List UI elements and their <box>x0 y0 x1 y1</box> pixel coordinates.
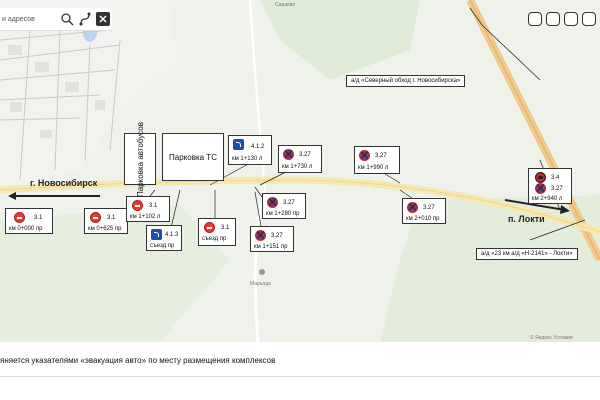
no-entry-icon <box>204 222 215 233</box>
sign-box: 3.27 км 1+990 л <box>354 146 400 174</box>
sign-code: 3.27 <box>283 200 295 206</box>
map-controls <box>528 12 596 26</box>
search-placeholder: и адресов <box>2 15 35 23</box>
no-parking-icon <box>407 202 418 213</box>
ts-parking-label: Парковка ТС <box>169 152 217 162</box>
no-entry-icon <box>132 200 143 211</box>
sign-code: 3.27 <box>299 152 311 158</box>
sign-box: 3.27 км 1+730 л <box>278 145 322 173</box>
sign-code: 3.1 <box>107 215 116 221</box>
sign-location: съезд пр <box>150 243 175 249</box>
road-label-north-bypass: а/д «Северный обход г. Новосибирска» <box>346 75 466 87</box>
sign-box: 3.1 км 1+102 л <box>126 196 170 222</box>
city-label-lokti: п. Локти <box>508 214 545 224</box>
sign-box: 4.1.2 км 1+130 л <box>228 135 272 165</box>
sign-code: 3.4 <box>551 175 560 181</box>
map-base <box>0 0 600 342</box>
bus-icon[interactable] <box>564 12 578 26</box>
road-name: а/д «Северный обход г. Новосибирска» <box>351 78 461 84</box>
divider <box>0 376 600 377</box>
sign-code: 3.1 <box>221 225 230 231</box>
road-label-23km: а/д «23 км а/д «Н-2141» - Локти» <box>476 248 578 260</box>
no-parking-icon <box>255 230 266 241</box>
sign-code: 3.27 <box>271 233 283 239</box>
sign-box: 3.1 км 0+000 пр <box>5 208 53 234</box>
search-icon[interactable] <box>60 12 74 26</box>
map-copyright: © Яндекс Условия <box>530 335 573 341</box>
sign-code: 3.1 <box>149 203 158 209</box>
sign-location: км 2+940 л <box>532 196 563 202</box>
sign-location: км 1+151 пр <box>254 244 288 250</box>
caption-text: яняется указателями «эвакуация авто» по … <box>0 356 276 365</box>
road-name: а/д «23 км а/д «Н-2141» - Локти» <box>481 251 573 257</box>
sign-box: 4.1.3 съезд пр <box>146 225 182 251</box>
sign-code: 3.27 <box>375 153 387 159</box>
close-icon[interactable] <box>96 12 110 26</box>
no-parking-icon <box>359 150 370 161</box>
sign-box: 3.1 км 0+625 пр <box>84 208 128 234</box>
sign-location: км 2+010 пр <box>406 216 440 222</box>
sign-box: 3.27 км 1+151 пр <box>250 226 294 252</box>
sign-location: км 1+130 л <box>232 156 263 162</box>
search-bar[interactable]: и адресов <box>0 8 112 31</box>
sign-code: 4.1.2 <box>251 144 265 150</box>
sign-location: км 0+000 пр <box>9 226 43 232</box>
sign-code: 4.1.3 <box>165 232 179 238</box>
no-parking-icon <box>283 149 294 160</box>
village-label-top: Сараево <box>275 2 296 8</box>
sign-box: 3.27 км 2+010 пр <box>402 198 446 224</box>
sign-location: км 1+280 пр <box>266 211 300 217</box>
layers-icon[interactable] <box>546 12 560 26</box>
sign-box: 3.27 км 1+280 пр <box>262 193 306 219</box>
sign-box: 3.1 съезд пр <box>198 218 236 246</box>
no-parking-icon <box>267 197 278 208</box>
no-entry-icon <box>14 212 25 223</box>
ts-parking-box: Парковка ТС <box>162 133 224 181</box>
sign-location: км 1+102 л <box>130 214 161 220</box>
traffic-icon[interactable] <box>528 12 542 26</box>
map-area[interactable]: и адресов Сараево Марьяда © Яндекс Услов… <box>0 0 600 342</box>
bus-parking-label: Парковка автобусов <box>135 121 145 197</box>
sign-box-multi: 3.4 3.27 км 2+940 л <box>528 168 572 204</box>
bus-parking-box: Парковка автобусов <box>124 122 156 196</box>
city-label-novosibirsk: г. Новосибирск <box>30 178 98 188</box>
sign-location: км 1+990 л <box>358 165 389 171</box>
sign-code: 3.27 <box>423 205 435 211</box>
sign-location: км 1+730 л <box>282 164 313 170</box>
route-icon[interactable] <box>78 12 92 26</box>
blue-turn-icon <box>151 229 162 240</box>
sign-location: съезд пр <box>202 236 227 242</box>
sign-location: км 0+625 пр <box>88 226 122 232</box>
sign-code: 3.27 <box>551 186 563 192</box>
truck-ban-icon <box>535 172 546 183</box>
sign-code: 3.1 <box>34 215 43 221</box>
no-entry-icon <box>90 212 101 223</box>
menu-icon[interactable] <box>582 12 596 26</box>
blue-turn-icon <box>233 139 244 150</box>
no-parking-icon <box>535 183 546 194</box>
place-label-bottom: Марьяда <box>250 281 271 287</box>
